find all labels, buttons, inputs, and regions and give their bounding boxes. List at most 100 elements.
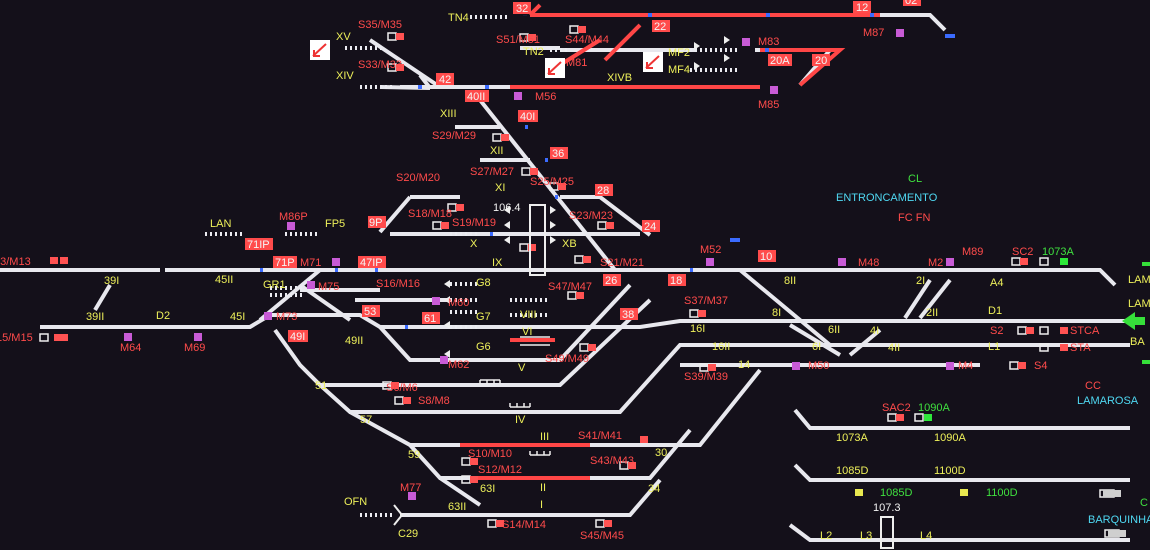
- labels: CL ENTRONCAMENTO FC FN CC LAMAROSA BARQU…: [0, 12, 1150, 542]
- signals-s49: S49/M49: [545, 353, 589, 365]
- redboxes-b36: 36: [552, 148, 564, 160]
- signals-s27: S27/M27: [470, 166, 514, 178]
- redboxes-b9p: 9P: [369, 217, 382, 229]
- green-arrow: [1122, 262, 1150, 364]
- tracks-ii: II: [540, 482, 546, 494]
- points-p8ii: 8II: [784, 275, 796, 287]
- box-38: 38: [620, 308, 638, 321]
- tracks-g7: G7: [476, 311, 491, 323]
- signals-m89: M89: [962, 246, 983, 258]
- points-p39i: 39I: [104, 275, 119, 287]
- redboxes-b26: 26: [605, 275, 617, 287]
- signals-m4: M4: [958, 360, 973, 372]
- tracks-vi: VI: [522, 326, 532, 338]
- tracks-l3: L3: [860, 530, 872, 542]
- points-p4ii: 4II: [888, 342, 900, 354]
- redboxes-b20a: 20A: [770, 55, 790, 67]
- tracks-g6: G6: [476, 341, 491, 353]
- points-p4i: 4I: [870, 325, 879, 337]
- box-71ip: 71IP: [245, 238, 273, 251]
- box-40i: 40I: [518, 110, 538, 123]
- signals-sac2: SAC2: [882, 402, 911, 414]
- signals-m87: M87: [863, 27, 884, 39]
- tracks-ix: IX: [492, 257, 503, 269]
- signals-s25: S25/M25: [530, 176, 574, 188]
- points-p30: 30: [655, 447, 667, 459]
- box-9p: 9P: [368, 216, 386, 229]
- signals-g1100: 1100D: [986, 487, 1018, 499]
- signals-m86p: M86P: [279, 211, 308, 223]
- tracks-fp5: FP5: [325, 218, 345, 230]
- signals-m48: M48: [858, 257, 879, 269]
- signals-m50: M50: [808, 360, 829, 372]
- tracks-tn2: TN2: [523, 46, 544, 58]
- signals-m62: M62: [448, 359, 469, 371]
- tracks-mf2: MF2: [668, 47, 690, 59]
- redboxes-b02: 02: [905, 0, 917, 7]
- signals-s18: S18/M18: [408, 208, 452, 220]
- points-p49ii: 49II: [345, 335, 363, 347]
- points-p14: 14: [738, 359, 750, 371]
- box-20a: 20A: [768, 54, 792, 67]
- tracks-iii: III: [540, 431, 549, 443]
- redboxes-b12: 12: [856, 2, 868, 14]
- signals-s2: S2: [990, 325, 1003, 337]
- tracks-gr1: GR1: [263, 279, 286, 291]
- signals-m60: M60: [448, 297, 469, 309]
- box-10: 10: [758, 250, 776, 263]
- redboxes-b20: 20: [815, 55, 827, 67]
- signals-stca: STCA: [1070, 325, 1100, 337]
- tracks-iv: IV: [515, 414, 526, 426]
- signals-s39: S39/M39: [684, 371, 728, 383]
- signals-s21: S21/M21: [600, 257, 644, 269]
- redboxes-b18: 18: [670, 275, 682, 287]
- redboxes-b40i: 40I: [520, 111, 535, 123]
- points-p45i: 45I: [230, 311, 245, 323]
- tracks-xi: XI: [495, 182, 505, 194]
- signals-m75: M75: [318, 281, 339, 293]
- tracks-lan: LAN: [210, 218, 231, 230]
- tracks-viii: VIII: [520, 309, 537, 321]
- tracks-xii: XII: [490, 145, 503, 157]
- tracks-g8: G8: [476, 277, 491, 289]
- redboxes-b22: 22: [654, 21, 666, 33]
- barquinha-label: BARQUINHA: [1088, 514, 1150, 526]
- signals-s6: S6/M6: [386, 382, 418, 394]
- dashed-lines: [205, 15, 740, 517]
- signals-s33: S33/M33: [358, 59, 402, 71]
- box-28: 28: [595, 184, 613, 197]
- tracks-a4: A4: [990, 277, 1003, 289]
- signals-s4: S4: [1034, 360, 1047, 372]
- signals-sta: STA: [1070, 342, 1091, 354]
- tracks-xv: XV: [336, 31, 351, 43]
- lamarosa-label: LAMAROSA: [1077, 395, 1139, 407]
- redboxes-b49i: 49I: [290, 331, 305, 343]
- tracks-layer: [0, 13, 1130, 542]
- tracks-l2: L2: [820, 530, 832, 542]
- tracks-xivb: XIVB: [607, 72, 632, 84]
- tracks-xiii: XIII: [440, 108, 457, 120]
- tracks-t1085d: 1085D: [836, 465, 868, 477]
- points-p63i: 63I: [480, 483, 495, 495]
- points-p8i: 8I: [772, 307, 781, 319]
- signals-m69: M69: [184, 342, 205, 354]
- tracks-xb: XB: [562, 238, 577, 250]
- points-p45ii: 45II: [215, 274, 233, 286]
- signals-s16: S16/M16: [376, 278, 420, 290]
- tracks-ba: BA: [1130, 336, 1145, 348]
- signals-s45: S45/M45: [580, 530, 624, 542]
- signals-s23: S23/M23: [569, 210, 613, 222]
- points-p57: 57: [360, 414, 372, 426]
- signals-m2: M2: [928, 257, 943, 269]
- tracks-t1100d: 1100D: [934, 465, 966, 477]
- tracks-lam2: LAM: [1128, 298, 1150, 310]
- tracks-l1: L1: [988, 341, 1000, 353]
- signals-s35: S35/M35: [358, 19, 402, 31]
- signals-s43: S43/M43: [590, 455, 634, 467]
- signals-s37: S37/M37: [684, 295, 728, 307]
- signals-m52: M52: [700, 244, 721, 256]
- box-36: 36: [550, 147, 568, 160]
- tracks-d1: D1: [988, 305, 1002, 317]
- redboxes-b47ip: 47IP: [360, 257, 383, 269]
